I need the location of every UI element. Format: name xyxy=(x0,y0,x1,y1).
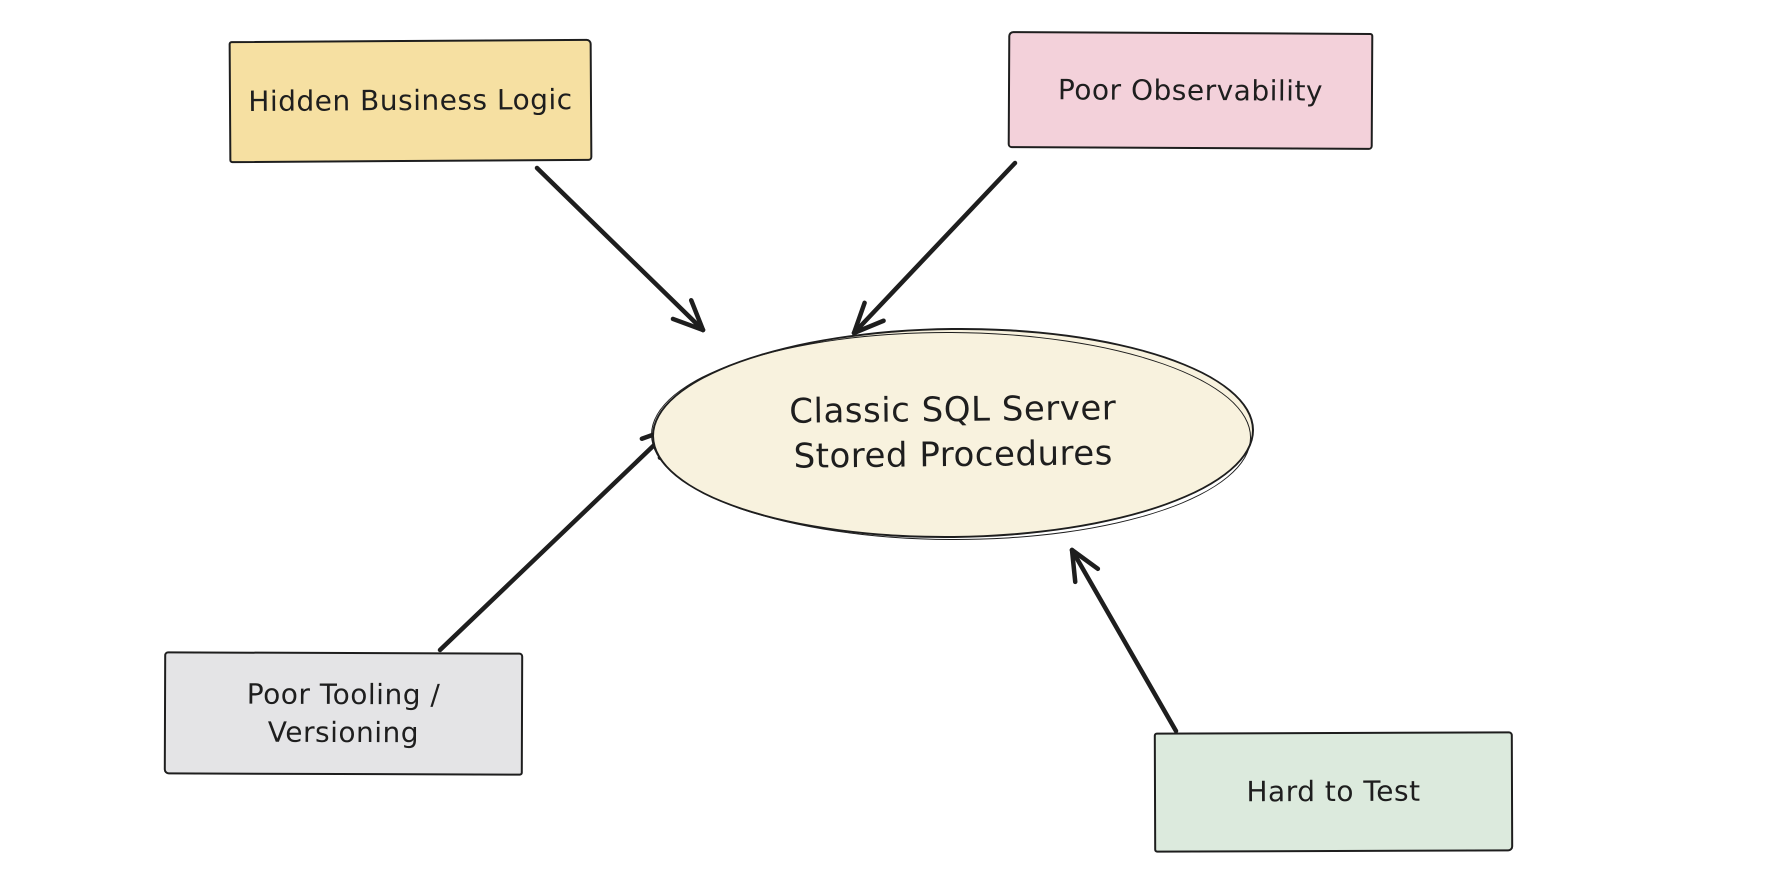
ellipse-label-line1: Classic SQL Server xyxy=(789,388,1117,432)
ellipse-label: Classic SQL Server Stored Procedures xyxy=(789,386,1117,479)
node-hidden-business-logic-label: Hidden Business Logic xyxy=(248,83,573,119)
node-poor-observability-label: Poor Observability xyxy=(1057,72,1324,108)
node-poor-tooling-versioning: Poor Tooling / Versioning xyxy=(163,651,524,776)
ellipse-label-line2: Stored Procedures xyxy=(793,433,1114,477)
node-poor-tooling-versioning-label: Poor Tooling / Versioning xyxy=(246,677,441,749)
arrow-hidden-business-logic xyxy=(534,165,706,333)
node-classic-sql-server-stored-procedures: Classic SQL Server Stored Procedures xyxy=(650,324,1256,542)
node-hard-to-test-label: Hard to Test xyxy=(1246,774,1421,809)
node-poor-observability: Poor Observability xyxy=(1007,31,1374,150)
arrow-poor-tooling-versioning xyxy=(437,425,675,653)
node-hard-to-test: Hard to Test xyxy=(1153,731,1514,853)
arrow-poor-observability xyxy=(851,160,1018,336)
arrow-hard-to-test xyxy=(1069,547,1179,734)
node-hidden-business-logic: Hidden Business Logic xyxy=(228,38,593,164)
